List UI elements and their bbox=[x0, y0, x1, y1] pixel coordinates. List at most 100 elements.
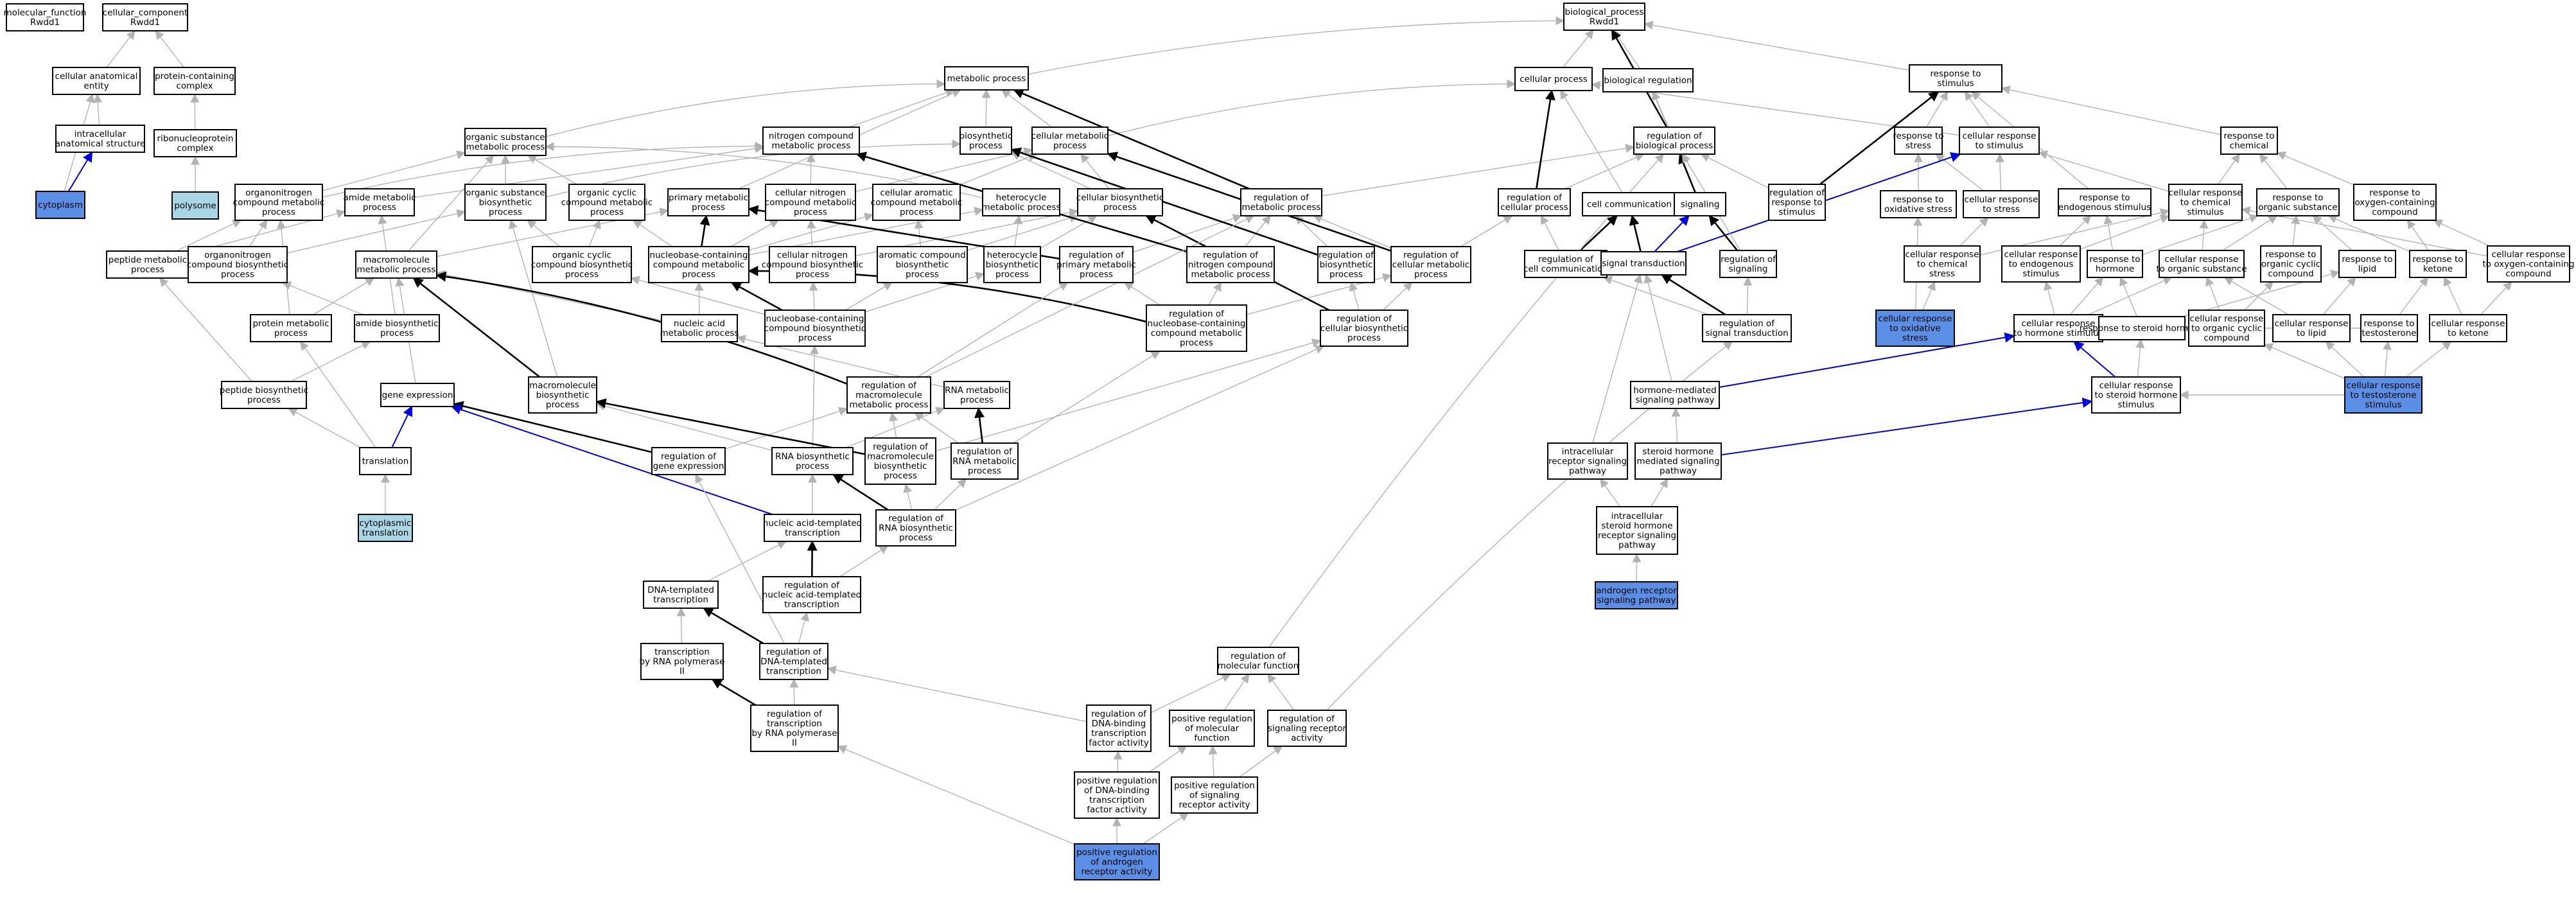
go-term-node-poly[interactable]: polysome bbox=[171, 191, 219, 220]
go-term-node-cc2[interactable]: cell communication bbox=[1582, 192, 1677, 216]
go-term-node-st[interactable]: signal transduction bbox=[1600, 251, 1687, 276]
go-term-node-rmbp[interactable]: regulation ofmacromoleculebiosyntheticpr… bbox=[864, 437, 936, 485]
go-term-node-rtsh[interactable]: response to steroid hormone bbox=[2080, 316, 2205, 340]
go-term-node-rnbccmp[interactable]: regulation ofnucleobase-containingcompou… bbox=[1146, 304, 1247, 352]
go-term-node-cp[interactable]: cellular process bbox=[1514, 67, 1593, 91]
go-term-node-rdbtfa[interactable]: regulation ofDNA-bindingtranscriptionfac… bbox=[1086, 704, 1152, 752]
go-term-node-sig[interactable]: signaling bbox=[1674, 192, 1726, 216]
go-term-node-mp[interactable]: metabolic process bbox=[944, 66, 1029, 91]
go-term-node-trans[interactable]: translation bbox=[359, 447, 412, 475]
go-term-node-cyto[interactable]: cytoplasm bbox=[35, 191, 85, 219]
